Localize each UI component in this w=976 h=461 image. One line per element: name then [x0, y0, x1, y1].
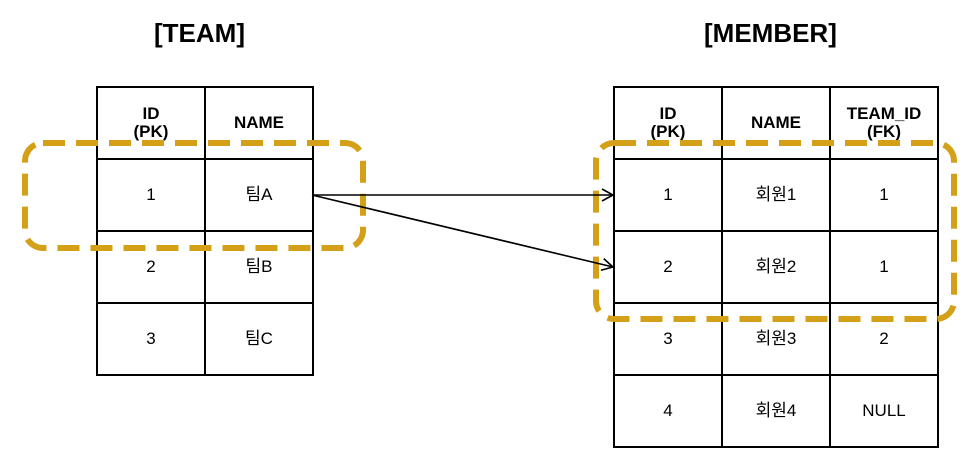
team-header-name-line1: NAME — [233, 113, 285, 132]
member-header-team-id-line1: TEAM_ID — [846, 104, 922, 123]
member-header-row: ID (PK) NAME TEAM_ID (FK) — [613, 86, 939, 160]
team-cell-id: 1 — [96, 158, 206, 232]
member-row: 1 회원1 1 — [613, 158, 939, 232]
member-cell-id: 3 — [613, 302, 723, 376]
member-cell-team-id: 1 — [829, 230, 939, 304]
member-cell-team-id: NULL — [829, 374, 939, 448]
team-cell-id: 3 — [96, 302, 206, 376]
team-title: [TEAM] — [154, 18, 245, 48]
member-cell-team-id: 2 — [829, 302, 939, 376]
member-cell-name: 회원3 — [721, 302, 831, 376]
member-cell-id: 1 — [613, 158, 723, 232]
member-row: 3 회원3 2 — [613, 302, 939, 376]
member-cell-team-id: 1 — [829, 158, 939, 232]
team-row: 1 팀A — [96, 158, 314, 232]
member-row: 2 회원2 1 — [613, 230, 939, 304]
team-header-id: ID (PK) — [96, 86, 206, 160]
member-header-id: ID (PK) — [613, 86, 723, 160]
member-header-team-id-line2: (FK) — [867, 122, 901, 141]
member-row: 4 회원4 NULL — [613, 374, 939, 448]
member-cell-name: 회원1 — [721, 158, 831, 232]
team-cell-id: 2 — [96, 230, 206, 304]
member-cell-name: 회원4 — [721, 374, 831, 448]
team-row: 2 팀B — [96, 230, 314, 304]
member-table: ID (PK) NAME TEAM_ID (FK) 1 회원1 1 2 회원2 … — [613, 86, 939, 448]
member-cell-id: 4 — [613, 374, 723, 448]
team-cell-name: 팀A — [204, 158, 314, 232]
member-cell-name: 회원2 — [721, 230, 831, 304]
member-header-name: NAME — [721, 86, 831, 160]
relation-arrow-to-member-2 — [311, 194, 615, 272]
team-cell-name: 팀B — [204, 230, 314, 304]
team-table: ID (PK) NAME 1 팀A 2 팀B 3 팀C — [96, 86, 314, 376]
team-header-row: ID (PK) NAME — [96, 86, 314, 160]
team-row: 3 팀C — [96, 302, 314, 376]
member-header-name-line1: NAME — [750, 113, 802, 132]
member-header-team-id: TEAM_ID (FK) — [829, 86, 939, 160]
team-cell-name: 팀C — [204, 302, 314, 376]
team-header-id-line2: (PK) — [133, 122, 169, 141]
team-header-id-line1: ID — [142, 104, 160, 123]
member-title: [MEMBER] — [704, 18, 837, 48]
member-header-id-line1: ID — [659, 104, 677, 123]
member-cell-id: 2 — [613, 230, 723, 304]
team-header-name: NAME — [204, 86, 314, 160]
member-header-id-line2: (PK) — [650, 122, 686, 141]
